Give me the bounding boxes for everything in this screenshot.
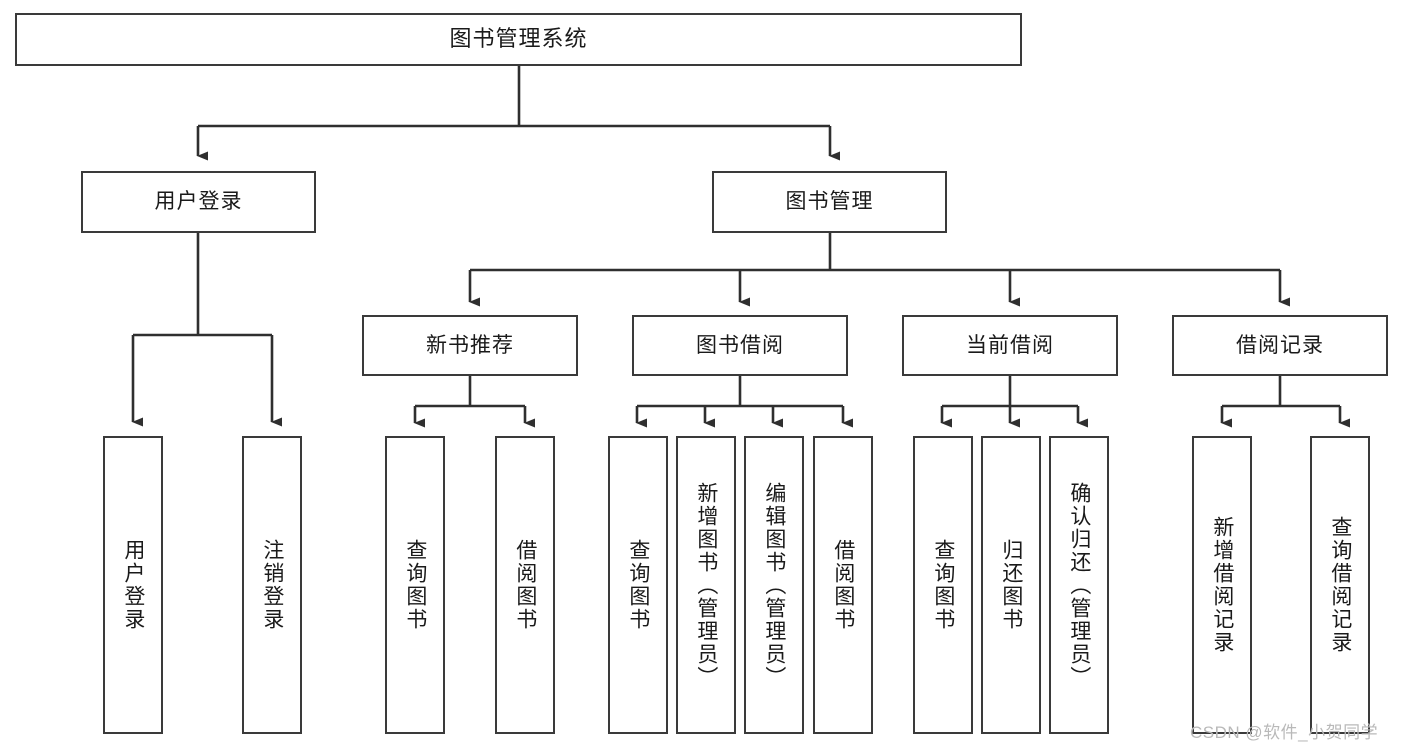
leaf-query-record[interactable]: 查询借阅记录	[1310, 436, 1370, 734]
node-book-management[interactable]: 图书管理	[712, 171, 947, 233]
leaf-query-book-3[interactable]: 查询图书	[913, 436, 973, 734]
leaf-return-book[interactable]: 归还图书	[981, 436, 1041, 734]
node-label: 用户登录	[154, 190, 243, 214]
node-label: 查询图书	[626, 539, 650, 631]
node-borrow-record[interactable]: 借阅记录	[1172, 315, 1388, 376]
node-label: 编辑图书（管理员）	[762, 481, 786, 689]
node-user-login[interactable]: 用户登录	[81, 171, 316, 233]
node-book-borrow[interactable]: 图书借阅	[632, 315, 848, 376]
leaf-user-login[interactable]: 用户登录	[103, 436, 163, 734]
node-label: 当前借阅	[966, 333, 1054, 357]
leaf-edit-book[interactable]: 编辑图书（管理员）	[744, 436, 804, 734]
csdn-watermark: CSDN @软件_小贺同学	[1190, 723, 1379, 742]
node-label: 查询借阅记录	[1328, 516, 1352, 654]
node-current-borrow[interactable]: 当前借阅	[902, 315, 1118, 376]
node-label: 注销登录	[260, 539, 284, 631]
leaf-query-book-1[interactable]: 查询图书	[385, 436, 445, 734]
leaf-borrow-book-2[interactable]: 借阅图书	[813, 436, 873, 734]
node-label: 新增借阅记录	[1210, 516, 1234, 654]
node-label: 借阅记录	[1236, 333, 1324, 357]
node-new-book-recommend[interactable]: 新书推荐	[362, 315, 578, 376]
node-label: 新增图书（管理员）	[694, 481, 718, 689]
node-root-book-management-system[interactable]: 图书管理系统	[15, 13, 1022, 66]
leaf-confirm-return[interactable]: 确认归还（管理员）	[1049, 436, 1109, 734]
node-label: 新书推荐	[426, 333, 514, 357]
node-label: 查询图书	[403, 539, 427, 631]
node-label: 归还图书	[999, 539, 1023, 631]
node-label: 用户登录	[121, 539, 145, 631]
node-label: 借阅图书	[831, 539, 855, 631]
node-label: 图书借阅	[696, 333, 784, 357]
node-label: 图书管理	[785, 190, 874, 214]
leaf-add-book[interactable]: 新增图书（管理员）	[676, 436, 736, 734]
leaf-add-record[interactable]: 新增借阅记录	[1192, 436, 1252, 734]
leaf-logout-login[interactable]: 注销登录	[242, 436, 302, 734]
leaf-borrow-book-1[interactable]: 借阅图书	[495, 436, 555, 734]
node-label: 查询图书	[931, 539, 955, 631]
node-label: 借阅图书	[513, 539, 537, 631]
node-label: 确认归还（管理员）	[1067, 481, 1091, 689]
leaf-query-book-2[interactable]: 查询图书	[608, 436, 668, 734]
node-label: 图书管理系统	[449, 26, 588, 52]
